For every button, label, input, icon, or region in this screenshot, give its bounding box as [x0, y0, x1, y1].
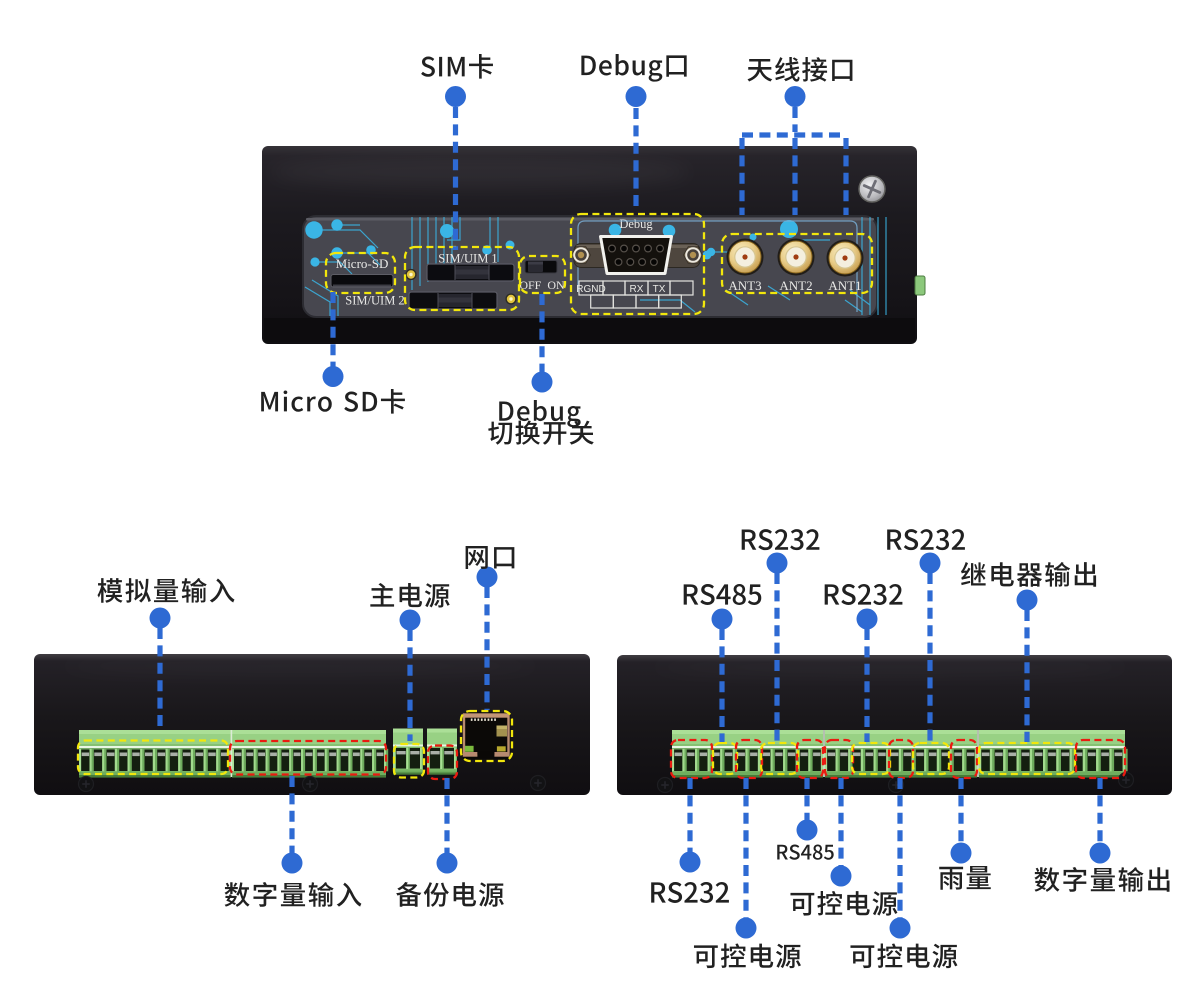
svg-text:SIM/UIM 2: SIM/UIM 2	[345, 294, 404, 308]
svg-text:TX: TX	[653, 284, 666, 295]
svg-text:SIM/UIM 1: SIM/UIM 1	[438, 252, 497, 266]
svg-text:ANT1: ANT1	[828, 278, 861, 293]
svg-text:ANT3: ANT3	[728, 278, 761, 293]
svg-text:ANT2: ANT2	[779, 278, 812, 293]
svg-text:RGND: RGND	[576, 284, 605, 295]
svg-text:Micro-SD: Micro-SD	[336, 256, 389, 271]
svg-text:RX: RX	[630, 284, 644, 295]
svg-text:Debug: Debug	[619, 217, 653, 231]
svg-text:OFF ON: OFF ON	[519, 278, 565, 292]
